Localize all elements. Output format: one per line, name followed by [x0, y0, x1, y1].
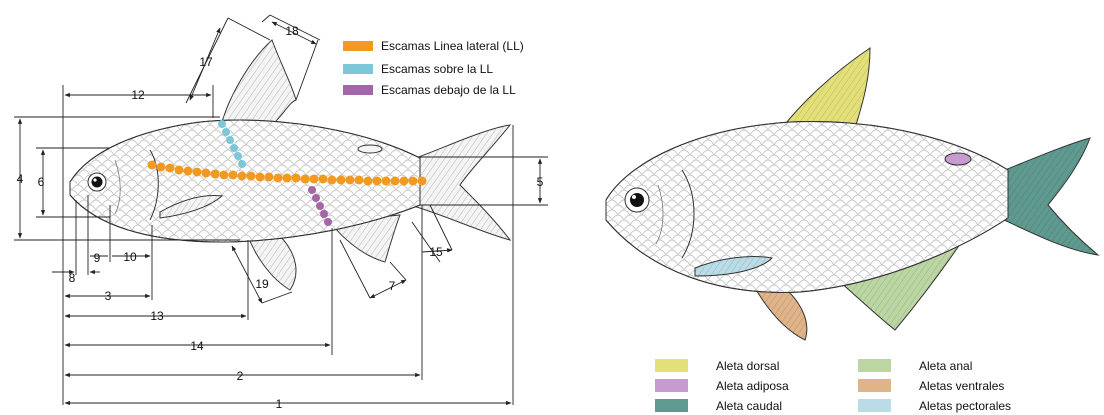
legend-label-pectoral: Aletas pectorales: [919, 399, 1011, 413]
right-caudal-fin: [1000, 138, 1098, 255]
legend-swatch-above-ll: [343, 64, 373, 74]
left-legend: Escamas Linea lateral (LL) Escamas sobre…: [343, 39, 524, 97]
measurement-1-label: 1: [276, 397, 283, 411]
legend-swatch-adipose: [655, 379, 688, 392]
legend-label-adipose: Aleta adiposa: [716, 379, 789, 393]
legend-label-ventral: Aletas ventrales: [919, 379, 1004, 393]
measurement-7-label: 7: [389, 279, 396, 293]
right-dorsal-fin: [782, 48, 870, 128]
left-fish-diagram: 1 2 3 4 5 6 7 8 9 10 12 13 14 15 17 18 1…: [14, 15, 548, 411]
legend-label-anal: Aleta anal: [919, 359, 972, 373]
legend-swatch-dorsal: [655, 359, 688, 372]
measurement-14-label: 14: [190, 339, 204, 353]
right-legend: Aleta dorsal Aleta adiposa Aleta caudal …: [655, 359, 1011, 413]
legend-swatch-anal: [858, 359, 891, 372]
legend-label-lateral-line: Escamas Linea lateral (LL): [381, 39, 524, 53]
legend-label-caudal: Aleta caudal: [716, 399, 782, 413]
measurement-6-label: 6: [38, 175, 45, 189]
measurement-19-label: 19: [255, 277, 269, 291]
left-adipose-fin: [358, 145, 382, 153]
measurement-13-label: 13: [150, 309, 164, 323]
measurement-17-label: 17: [199, 55, 213, 69]
left-dorsal-fin: [222, 40, 296, 122]
right-fish-diagram: Aleta dorsal Aleta adiposa Aleta caudal …: [606, 48, 1098, 413]
measurement-4-label: 4: [17, 172, 24, 186]
measurement-9-label: 9: [94, 251, 101, 265]
measurement-3-label: 3: [105, 289, 112, 303]
legend-label-below-ll: Escamas debajo de la LL: [381, 83, 516, 97]
legend-label-above-ll: Escamas sobre la LL: [381, 62, 493, 76]
legend-swatch-pectoral: [858, 399, 891, 412]
legend-swatch-lateral-line: [343, 41, 373, 51]
measurement-12-label: 12: [131, 88, 145, 102]
measurement-10-label: 10: [123, 250, 137, 264]
legend-swatch-ventral: [858, 379, 891, 392]
legend-label-dorsal: Aleta dorsal: [716, 359, 779, 373]
measurement-18-label: 18: [285, 24, 299, 38]
measurement-2-label: 2: [237, 369, 244, 383]
legend-swatch-below-ll: [343, 85, 373, 95]
legend-swatch-caudal: [655, 399, 688, 412]
measurement-15-label: 15: [429, 245, 443, 259]
measurement-5-label: 5: [537, 175, 544, 189]
measurement-8-label: 8: [69, 271, 76, 285]
right-fish-body: [606, 122, 1008, 293]
right-adipose-fin: [945, 153, 971, 165]
